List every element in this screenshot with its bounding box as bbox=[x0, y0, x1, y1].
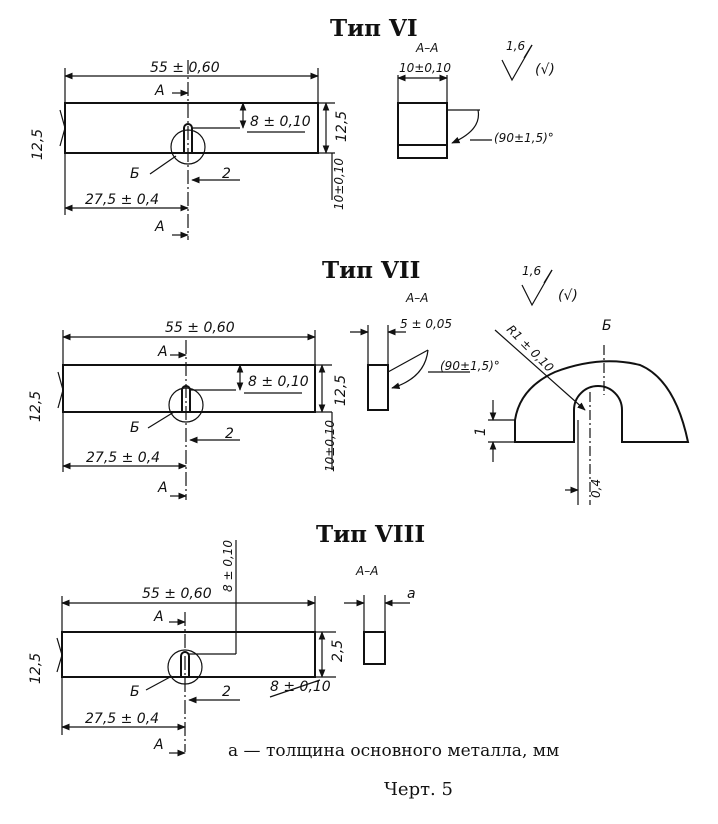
section-hatched bbox=[397, 102, 448, 159]
notch-width-label: 2 bbox=[222, 166, 231, 182]
angle-label: (90±1,5)° bbox=[494, 131, 554, 145]
type-vii-title: Тип VII bbox=[322, 257, 420, 284]
detail-hatched bbox=[514, 360, 690, 443]
length-label: 55 ± 0,60 bbox=[150, 60, 220, 76]
detail-depth: 1 bbox=[473, 427, 489, 436]
detail-radius: R1 ± 0,10 bbox=[504, 322, 557, 375]
roughness-alt: (√) bbox=[535, 62, 555, 78]
cut-mark-bottom: А bbox=[153, 737, 164, 753]
detail-mark: Б bbox=[130, 420, 140, 436]
section-width-label: 10±0,10 bbox=[399, 61, 451, 75]
type-vii-specimen: 55 ± 0,60 А А 12,5 8 ± 0,10 12,5 10±0,10… bbox=[28, 320, 349, 500]
section-width-label: a bbox=[407, 586, 416, 602]
detail-mark: Б bbox=[130, 684, 140, 700]
figure-caption: Черт. 5 bbox=[384, 779, 453, 800]
notch-depth-label: 8 ± 0,10 bbox=[250, 114, 311, 130]
notch-pos-label: 27,5 ± 0,4 bbox=[85, 711, 159, 727]
bottom-width-label: 10±0,10 bbox=[332, 158, 346, 210]
length-label: 55 ± 0,60 bbox=[142, 586, 212, 602]
notch-depth-label: 8 ± 0,10 bbox=[270, 679, 331, 695]
section-width-label: 5 ± 0,05 bbox=[400, 317, 452, 331]
section-notch-band bbox=[397, 144, 448, 159]
height-label: 12,5 bbox=[30, 129, 46, 160]
roughness-value: 1,6 bbox=[522, 264, 541, 278]
cut-mark-top: А bbox=[154, 83, 165, 99]
type-vi-title: Тип VI bbox=[330, 15, 418, 42]
notch-width-label: 2 bbox=[222, 684, 231, 700]
roughness-value: 1,6 bbox=[506, 39, 525, 53]
height-label: 12,5 bbox=[28, 653, 44, 684]
angle-label: (90±1,5)° bbox=[440, 359, 500, 373]
cut-mark-top: А bbox=[157, 344, 168, 360]
type-vii-group: Тип VII 55 ± 0,60 А А 12,5 8 ± 0,10 12,5… bbox=[28, 257, 690, 505]
section-hatched bbox=[363, 631, 386, 665]
section-hatched bbox=[367, 364, 389, 411]
section-label: А–А bbox=[405, 291, 428, 305]
bottom-width-label: 10±0,10 bbox=[323, 420, 337, 472]
notch-width-label: 2 bbox=[225, 426, 234, 442]
height-label: 12,5 bbox=[28, 391, 44, 422]
type-vi-specimen: 55 ± 0,60 А А 12,5 8 ± 0,10 12,5 10±0,10 bbox=[30, 60, 350, 240]
type-vi-section: А–А 10±0,10 (90±1,5)° 1,6 (√) bbox=[397, 39, 555, 159]
section-label: А–А bbox=[355, 564, 378, 578]
roughness-alt: (√) bbox=[558, 288, 578, 304]
footnote: a — толщина основного металла, мм bbox=[228, 741, 559, 761]
detail-mark: Б bbox=[130, 166, 140, 182]
type-viii-group: Тип VIII 55 ± 0,60 А А 12,5 8 ± 0,10 2,5… bbox=[28, 521, 425, 757]
cut-mark-bottom: А bbox=[154, 219, 165, 235]
length-label: 55 ± 0,60 bbox=[165, 320, 235, 336]
detail-label: Б bbox=[602, 318, 612, 334]
height-right-label: 12,5 bbox=[334, 111, 350, 142]
type-viii-section: А–А a bbox=[344, 564, 416, 665]
height-right-label: 2,5 bbox=[330, 640, 346, 662]
type-vii-section: А–А 5 ± 0,05 (90±1,5)° 1,6 (√) bbox=[350, 264, 578, 411]
section-label: А–А bbox=[415, 41, 438, 55]
notch-depth-label: 8 ± 0,10 bbox=[248, 374, 309, 390]
cut-mark-top: А bbox=[153, 609, 164, 625]
detail-b: Б R1 ± 0,10 1 0,4 bbox=[473, 318, 690, 505]
notch bbox=[183, 123, 193, 153]
notch-depth-top-label: 8 ± 0,10 bbox=[221, 540, 235, 592]
notch-pos-label: 27,5 ± 0,4 bbox=[85, 192, 159, 208]
type-viii-specimen: 55 ± 0,60 А А 12,5 8 ± 0,10 2,5 8 ± 0,10… bbox=[28, 540, 346, 757]
notch-pos-label: 27,5 ± 0,4 bbox=[86, 450, 160, 466]
type-viii-title: Тип VIII bbox=[316, 521, 425, 548]
height-right-label: 12,5 bbox=[333, 375, 349, 406]
type-vi-group: Тип VI 55 ± 0,60 А А 12,5 8 ± 0,10 bbox=[30, 15, 555, 240]
cut-mark-bottom: А bbox=[157, 480, 168, 496]
detail-width: 0,4 bbox=[589, 479, 603, 498]
